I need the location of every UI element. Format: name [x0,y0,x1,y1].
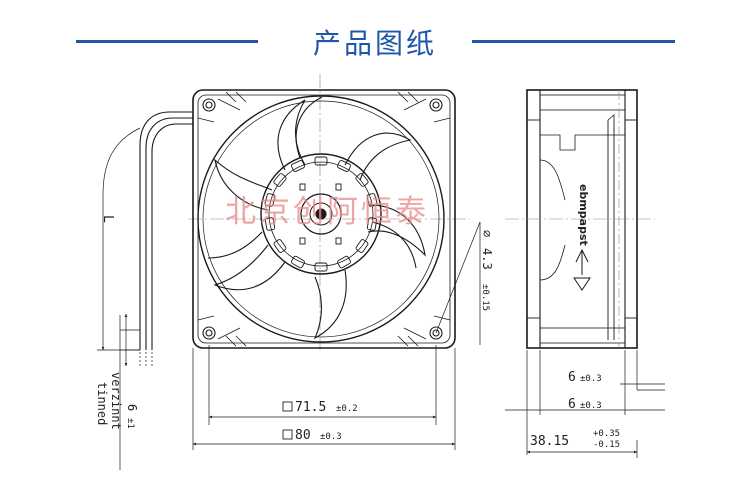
cable-length-label: L [100,215,115,223]
side-dim-top-value: 6 [568,370,576,385]
wire-strip-value: 6 [125,404,139,411]
outer-dimension-label: 80 ±0.3 [282,428,342,443]
side-depth-tol-plus: +0.35 [593,429,620,439]
side-depth-value: 38.15 [530,434,569,449]
side-dim-mid-label: 6 ±0.3 [568,397,602,412]
side-depth-tol-minus: -0.15 [593,440,620,450]
front-dimensions [192,345,456,450]
brand-label: ebmpapst [577,184,590,246]
side-dim-depth-label: 38.15 +0.35 -0.15 [530,429,620,450]
side-dim-top-label: 6 ±0.3 [568,370,602,385]
watermark: 北京创阿恒泰 [225,194,429,230]
hole-leader [435,221,481,345]
inner-dimension-label: 71.5 ±0.2 [282,400,358,415]
wire-strip-tolerance: ±1 [125,418,135,429]
hole-tolerance: ±0.15 [480,284,490,311]
hole-callout: ⌀ 4.3 ±0.15 [480,230,494,311]
header-left-rule [76,40,258,43]
mounting-holes [202,98,443,340]
hub-slots [264,156,378,272]
side-view [505,89,665,458]
front-view [97,74,481,470]
hub-outer [260,153,382,275]
side-dim-mid-value: 6 [568,397,576,412]
venturi-ring [197,95,445,343]
side-dimensions [505,350,665,458]
section-header: 产品图纸 [0,0,750,80]
hub-center [300,193,342,235]
cable-length-dimension [97,127,141,351]
outer-dimension-tolerance: ±0.3 [320,432,342,442]
wire-note: verzinnt tinned 6 ±1 [95,372,139,430]
cable-bundle [139,111,193,366]
side-dim-mid-tolerance: ±0.3 [580,401,602,411]
inner-dimension-value: 71.5 [295,400,326,415]
section-title: 产品图纸 [312,27,437,60]
impeller-blades [207,96,426,340]
hole-diameter: 4.3 [480,248,494,270]
outer-dimension-value: 80 [295,428,311,443]
wire-note-verzinnt: verzinnt [109,372,123,430]
side-dim-top-tolerance: ±0.3 [580,374,602,384]
fan-frame-outer [192,89,456,349]
wire-note-tinned: tinned [95,382,109,425]
inner-dimension-tolerance: ±0.2 [336,404,358,414]
svg-text:⌀: ⌀ [480,230,494,237]
wire-strip-dimension [119,313,140,470]
header-right-rule [472,40,675,43]
